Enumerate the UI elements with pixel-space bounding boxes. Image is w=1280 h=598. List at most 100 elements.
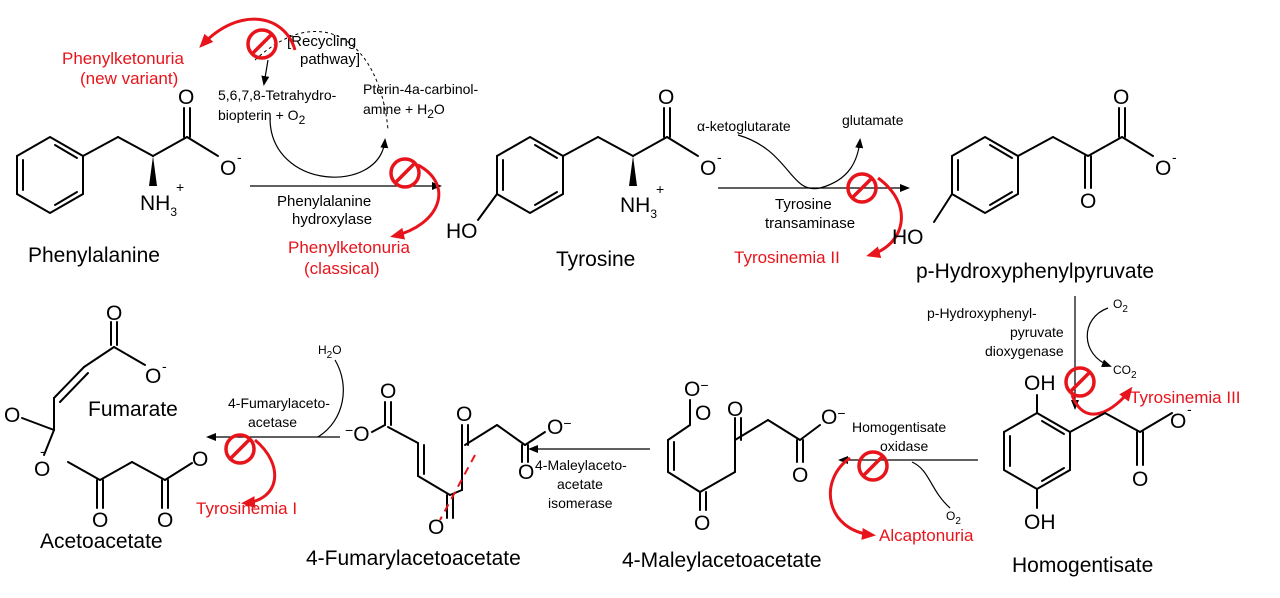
phe-plus: + (176, 179, 184, 195)
recycling-dashed-arc (254, 31, 389, 131)
tyr-hydroxyl: HO (446, 220, 478, 243)
block-recycling (246, 28, 278, 60)
maleylacetoacetate-label: 4-Maleylacetoacetate (622, 549, 822, 572)
hppd-co2-label: CO2 (1113, 363, 1137, 381)
block-hgd (857, 450, 889, 482)
faa-o-start: −O (345, 422, 370, 446)
fah-h2o-arrow (317, 359, 344, 438)
glutamate-label: glutamate (842, 112, 904, 128)
recycling-label-2: pathway] (300, 51, 360, 68)
hppd-o2-arrow (1086, 307, 1112, 367)
block-pah (389, 157, 421, 189)
fum-carboxylate-o-2: O (34, 458, 50, 481)
phenylalanine-structure: O O - NH3 + (16, 86, 242, 219)
faa-keto-o: O (428, 516, 444, 539)
mai-label-3: isomerase (548, 495, 613, 511)
fum-carboxylate-o: O (145, 365, 161, 388)
fum-charge-2: - (40, 443, 45, 459)
bh4-label-1: 5,6,7,8-Tetrahydro- (218, 87, 337, 103)
faa-carbonyl-o: O (380, 380, 396, 403)
pah-label-2: hydroxylase (292, 211, 372, 228)
hgd-o2-arrow (911, 461, 951, 509)
akg-label: α-ketoglutarate (697, 118, 791, 134)
hga-charge: - (1187, 401, 1192, 417)
aca-carboxylate-o: O (192, 448, 208, 471)
tyr3-label: Tyrosinemia III (1130, 388, 1241, 407)
fumarylacetoacetate-structure: −O O O O O O− (345, 380, 572, 539)
bh4-label-2: biopterin + O2 (218, 107, 306, 127)
pku-classical-label-2: (classical) (304, 259, 380, 278)
recycling-arrow (261, 59, 270, 86)
acetoacetate-structure: O O O (67, 448, 208, 532)
pku-classical-arrow (390, 163, 441, 240)
hga-carboxylate-o: O (1170, 410, 1186, 433)
recycling-label-1: [Recycling (287, 33, 356, 50)
pku-new-arrow (199, 17, 297, 51)
fum-carbonyl-o: O (106, 302, 122, 325)
phe-carbonyl-o: O (178, 86, 194, 109)
block-hppd (1064, 366, 1096, 398)
cleavage-site-line (439, 454, 476, 521)
pterin-label-2: amine + H2O (363, 101, 445, 121)
hga-hydroxyl-1: OH (1024, 372, 1056, 395)
tat-cosubstrate-arrow (737, 134, 864, 190)
pterin-label-1: Pterin-4a-carbinol- (363, 81, 478, 97)
tat-label-2: transaminase (765, 215, 855, 232)
tyrosine-structure: O O - NH3 + HO (446, 86, 722, 243)
mai-label-2: acetate (557, 476, 603, 492)
homogentisate-label: Homogentisate (1012, 554, 1153, 577)
block-fah (224, 433, 256, 465)
php-hydroxyl: HO (892, 226, 924, 249)
php-label: p-Hydroxyphenylpyruvate (916, 260, 1154, 283)
aca-keto-o: O (92, 509, 108, 532)
maa-o-top: O− (684, 377, 709, 401)
tyr-charge: - (717, 149, 722, 165)
tyr-plus: + (656, 181, 664, 197)
hga-hydroxyl-2: OH (1024, 511, 1056, 534)
fum-charge: - (162, 358, 167, 374)
acetoacetate-label: Acetoacetate (40, 530, 163, 553)
tyr1-label: Tyrosinemia I (196, 499, 297, 518)
tyr-carbonyl-o: O (658, 86, 674, 109)
mai-label-1: 4-Maleylaceto- (535, 457, 627, 473)
hppd-label-1: p-Hydroxyphenyl- (927, 305, 1037, 321)
phenylalanine-label: Phenylalanine (28, 244, 160, 267)
faa-carbonyl-o-2: O (518, 461, 534, 484)
tyr1-arrow (241, 438, 277, 509)
fah-label-2: acetase (248, 414, 297, 430)
maleylacetoacetate-structure: O− O O O O O− (667, 377, 846, 535)
tyr2-arrow (866, 176, 903, 259)
aca-carbonyl-o: O (157, 509, 173, 532)
hgd-label-1: Homogentisate (852, 419, 946, 435)
php-carbonyl-o: O (1113, 86, 1129, 109)
phe-carboxylate-o: O (220, 157, 236, 180)
tyr-amine: NH3 (620, 194, 657, 221)
fah-h2o-label: H2O (318, 343, 342, 361)
pah-label-1: Phenylalanine (277, 193, 371, 210)
hgd-o2-label: O2 (946, 509, 961, 527)
php-charge: - (1172, 149, 1177, 165)
tyrosine-label: Tyrosine (556, 248, 635, 271)
hppd-label-3: dioxygenase (985, 343, 1064, 359)
faa-carboxylate-o: O− (547, 415, 572, 439)
hppd-o2-label: O2 (1113, 297, 1128, 315)
fumarate-structure: O O - O O - (4, 302, 167, 481)
hppd-label-2: pyruvate (1010, 324, 1064, 340)
maa-carboxylate-o: O− (821, 405, 846, 429)
tyr2-label: Tyrosinemia II (734, 248, 840, 267)
block-tat (846, 172, 878, 204)
cofactor-curve-arrow (269, 117, 389, 178)
hgd-label-2: oxidase (880, 438, 928, 454)
php-structure: O O O - HO (892, 86, 1177, 249)
pku-classical-label-1: Phenylketonuria (288, 238, 410, 257)
fumarate-label: Fumarate (88, 398, 178, 421)
fumarylacetoacetate-label: 4-Fumarylacetoacetate (306, 547, 521, 570)
maa-carbonyl-o: O (792, 464, 808, 487)
tat-label-1: Tyrosine (775, 196, 832, 213)
fum-carbonyl-o-2: O (4, 404, 20, 427)
tyr3-arrow (1070, 386, 1133, 416)
alcaptonuria-arrow (828, 456, 876, 540)
maa-keto-o: O (727, 398, 743, 421)
pku-new-label-1: Phenylketonuria (62, 49, 184, 68)
